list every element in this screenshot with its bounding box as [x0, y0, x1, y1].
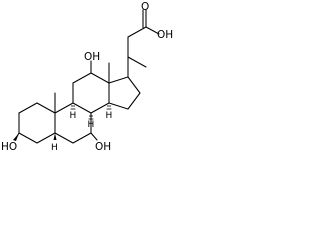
c12-hydroxyl-label: OH [84, 51, 100, 63]
h-c14-label: H [106, 111, 113, 121]
ring-a [18, 102, 56, 144]
acid-oxygen-label: O [141, 1, 149, 13]
c3-hydroxyl-label: HO [1, 141, 17, 153]
c5-wedge [53, 133, 57, 140]
c14-hashed-bond [106, 105, 112, 110]
c8-hashed-bond [88, 115, 94, 120]
h-c9-label: H [70, 111, 77, 121]
c9-hashed-bond [70, 105, 76, 110]
h-c5-label: H [51, 143, 58, 153]
chemical-structure: O OH OH HO OH H H H H [1, 1, 173, 153]
c7-oh-bond [90, 132, 98, 141]
c7-hydroxyl-label: OH [95, 141, 111, 153]
acid-hydroxyl-label: OH [157, 29, 173, 41]
c3-wedge [13, 133, 19, 141]
h-c8-label: H [88, 120, 95, 130]
side-chain [127, 9, 160, 78]
ring-c [72, 72, 110, 114]
ring-d [108, 76, 141, 110]
